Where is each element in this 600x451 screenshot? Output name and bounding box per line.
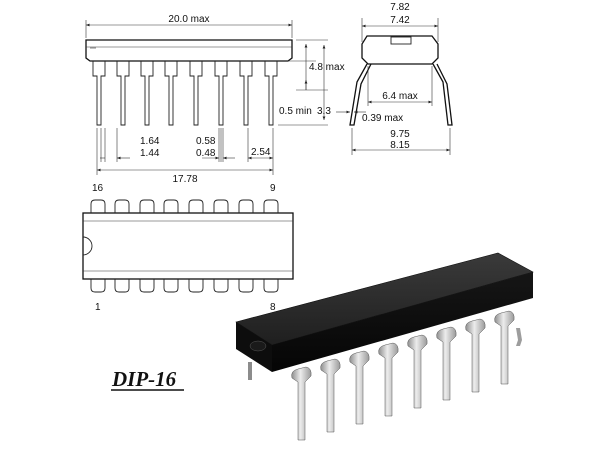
side-view-leads [92, 61, 278, 126]
dim-pitch: 2.54 [251, 147, 271, 158]
dim-body-length: 20.0 max [168, 14, 209, 25]
dim-width-max: 7.82 [390, 2, 410, 13]
dim-spread-min: 8.15 [390, 140, 410, 151]
dim-lead-narrow-max: 0.58 [196, 136, 216, 147]
dim-row-span: 17.78 [172, 174, 197, 185]
dim-standoff: 0.5 min [279, 106, 312, 117]
dim-spread-max: 9.75 [390, 129, 410, 140]
package-title: DIP-16 [111, 367, 177, 391]
chip-front-pins [291, 310, 515, 441]
dim-width-min: 7.42 [390, 15, 410, 26]
dim-body-width: 6.4 max [382, 91, 418, 102]
top-view-upper-pins [90, 199, 279, 213]
dim-lead-narrow-min: 0.48 [196, 148, 216, 159]
side-view: 20.0 max 4.8 max 0.5 min 3.3 1.64 1.44 0… [85, 14, 345, 185]
dim-lead-wide-max: 1.64 [140, 136, 160, 147]
chip-3d-illustration [235, 252, 534, 441]
pin-label-9: 9 [270, 183, 276, 194]
dim-body-height: 4.8 max [309, 62, 345, 73]
top-view-lower-pins [90, 279, 279, 293]
pin-label-16: 16 [92, 183, 104, 194]
dim-lead-length: 3.3 [317, 106, 331, 117]
end-view: 7.82 7.42 6.4 max 0.39 max 9.75 8.15 [336, 2, 453, 155]
pin-label-8: 8 [270, 302, 276, 313]
pin-label-1: 1 [95, 302, 101, 313]
dim-lead-wide-min: 1.44 [140, 148, 160, 159]
top-view: 16 9 1 8 [82, 183, 294, 313]
chip-back-pins [516, 328, 522, 346]
dim-lead-thickness: 0.39 max [362, 113, 403, 124]
